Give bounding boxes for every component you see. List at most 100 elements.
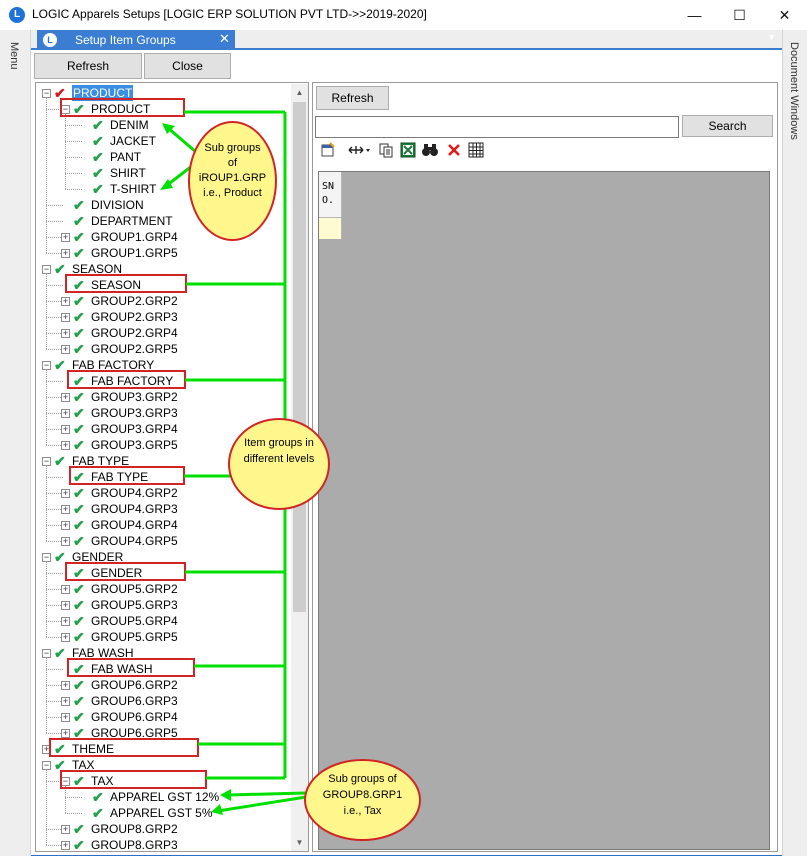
tree-node[interactable]: +✔GROUP5.GRP3 [36,597,292,613]
maximize-button[interactable]: ☐ [733,7,746,23]
menu-side-panel[interactable]: Menu [0,30,31,856]
expand-icon[interactable]: + [61,392,70,402]
checkmark-icon[interactable]: ✔ [73,373,85,389]
tree-node[interactable]: +✔GROUP4.GRP2 [36,485,292,501]
tree-node[interactable]: +✔GROUP2.GRP2 [36,293,292,309]
excel-icon[interactable] [398,142,418,162]
tree-node[interactable]: ✔DENIM [36,117,292,133]
resize-columns-icon[interactable] [346,142,372,162]
document-windows-label[interactable]: Document Windows [788,42,800,140]
tree-node[interactable]: +✔GROUP8.GRP2 [36,821,292,837]
tree-node[interactable]: +✔GROUP6.GRP2 [36,677,292,693]
checkmark-icon[interactable]: ✔ [73,469,85,485]
tree-node[interactable]: ✔APPAREL GST 12% [36,789,292,805]
scroll-down-icon[interactable]: ▼ [295,838,304,847]
tree-node[interactable]: ✔FAB WASH [36,661,292,677]
checkmark-icon[interactable]: ✔ [73,229,85,245]
checkmark-icon[interactable]: ✔ [92,165,104,181]
tree-node[interactable]: +✔GROUP6.GRP4 [36,709,292,725]
expand-icon[interactable]: + [61,824,70,834]
tree-node[interactable]: +✔GROUP4.GRP5 [36,533,292,549]
tree-node[interactable]: +✔GROUP1.GRP4 [36,229,292,245]
expand-icon[interactable]: + [61,248,70,258]
checkmark-icon[interactable]: ✔ [54,85,66,101]
tree-node[interactable]: +✔GROUP1.GRP5 [36,245,292,261]
checkmark-icon[interactable]: ✔ [73,677,85,693]
tree-node[interactable]: +✔GROUP3.GRP2 [36,389,292,405]
close-button[interactable]: Close [144,53,231,79]
checkmark-icon[interactable]: ✔ [73,309,85,325]
expand-icon[interactable]: + [61,344,70,354]
tree-node[interactable]: ✔FAB FACTORY [36,373,292,389]
grid-refresh-button[interactable]: Refresh [316,86,389,110]
tree-node[interactable]: ✔DIVISION [36,197,292,213]
checkmark-icon[interactable]: ✔ [92,805,104,821]
tree-node[interactable]: −✔FAB WASH [36,645,292,661]
checkmark-icon[interactable]: ✔ [92,181,104,197]
checkmark-icon[interactable]: ✔ [73,597,85,613]
expand-icon[interactable]: + [61,616,70,626]
tree-node[interactable]: +✔GROUP4.GRP4 [36,517,292,533]
checkmark-icon[interactable]: ✔ [73,405,85,421]
tree-node[interactable]: −✔TAX [36,773,292,789]
expand-icon[interactable]: + [61,520,70,530]
checkmark-icon[interactable]: ✔ [73,565,85,581]
grid-new-row-indicator[interactable] [319,218,342,239]
checkmark-icon[interactable]: ✔ [73,389,85,405]
tab-setup-item-groups[interactable]: L Setup Item Groups ✕ [37,30,235,50]
checkmark-icon[interactable]: ✔ [73,629,85,645]
refresh-button[interactable]: Refresh [34,53,142,79]
expand-icon[interactable]: + [61,424,70,434]
tree-node[interactable]: −✔FAB TYPE [36,453,292,469]
tree-node[interactable]: +✔GROUP5.GRP2 [36,581,292,597]
checkmark-icon[interactable]: ✔ [73,197,85,213]
data-grid[interactable]: SN O. [318,171,770,850]
checkmark-icon[interactable]: ✔ [73,325,85,341]
expand-icon[interactable]: + [61,488,70,498]
delete-icon[interactable] [444,142,464,162]
tree-node[interactable]: ✔JACKET [36,133,292,149]
expand-icon[interactable]: + [61,632,70,642]
expand-icon[interactable]: + [61,712,70,722]
checkmark-icon[interactable]: ✔ [73,837,85,852]
tree-node[interactable]: +✔GROUP3.GRP5 [36,437,292,453]
tree-node[interactable]: ✔APPAREL GST 5% [36,805,292,821]
close-window-button[interactable]: ✕ [778,7,791,23]
menu-label[interactable]: Menu [8,42,20,70]
expand-icon[interactable]: + [61,680,70,690]
tree-node[interactable]: +✔GROUP4.GRP3 [36,501,292,517]
checkmark-icon[interactable]: ✔ [92,789,104,805]
expand-icon[interactable]: + [61,312,70,322]
checkmark-icon[interactable]: ✔ [54,757,66,773]
scrollbar-thumb[interactable] [293,102,306,612]
tree-node[interactable]: +✔GROUP6.GRP3 [36,693,292,709]
checkmark-icon[interactable]: ✔ [54,261,66,277]
expand-icon[interactable]: + [61,504,70,514]
checkmark-icon[interactable]: ✔ [54,741,66,757]
checkmark-icon[interactable]: ✔ [73,709,85,725]
tab-overflow-icon[interactable]: ▼ [767,32,776,42]
checkmark-icon[interactable]: ✔ [92,149,104,165]
checkmark-icon[interactable]: ✔ [73,437,85,453]
tree-node[interactable]: +✔GROUP2.GRP5 [36,341,292,357]
checkmark-icon[interactable]: ✔ [54,453,66,469]
tree-node[interactable]: −✔PRODUCT [36,85,292,101]
expand-icon[interactable]: + [61,408,70,418]
tree-node[interactable]: +✔GROUP2.GRP4 [36,325,292,341]
checkmark-icon[interactable]: ✔ [54,549,66,565]
find-icon[interactable] [420,142,440,162]
checkmark-icon[interactable]: ✔ [54,645,66,661]
expand-icon[interactable]: + [61,296,70,306]
tree-node[interactable]: ✔SHIRT [36,165,292,181]
tree-node[interactable]: +✔THEME [36,741,292,757]
grid-icon[interactable] [466,142,486,162]
checkmark-icon[interactable]: ✔ [73,725,85,741]
expand-icon[interactable]: + [61,440,70,450]
expand-icon[interactable]: + [61,584,70,594]
expand-icon[interactable]: + [61,840,70,850]
tree-node[interactable]: −✔GENDER [36,549,292,565]
minimize-button[interactable]: — [687,7,702,23]
tree-node[interactable]: +✔GROUP3.GRP4 [36,421,292,437]
checkmark-icon[interactable]: ✔ [73,101,85,117]
checkmark-icon[interactable]: ✔ [73,341,85,357]
